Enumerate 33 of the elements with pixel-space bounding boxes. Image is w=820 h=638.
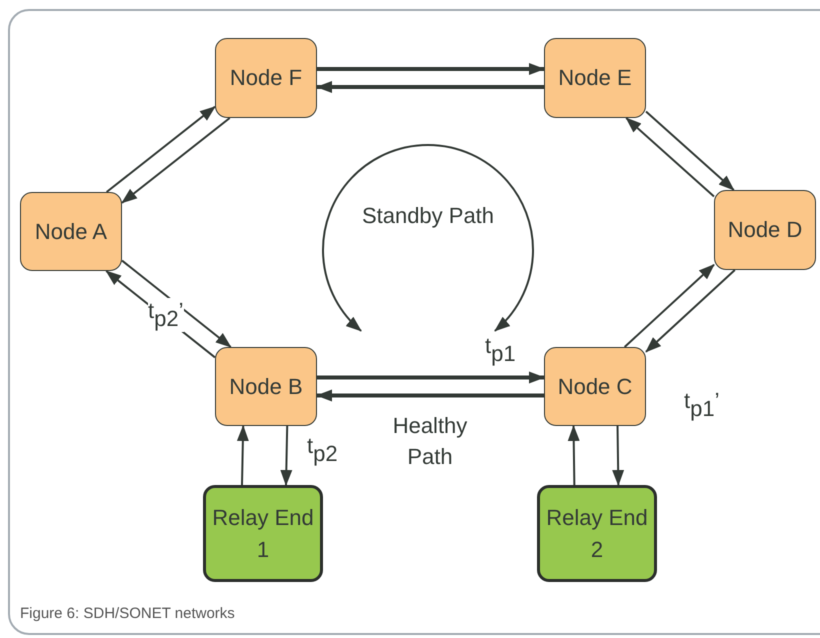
- arrow: [645, 269, 736, 353]
- arrow: [624, 264, 715, 348]
- figure-caption: Figure 6: SDH/SONET networks: [20, 605, 235, 622]
- arrow: [645, 110, 734, 191]
- node-label: Node A: [34, 218, 108, 246]
- arrow: [121, 117, 230, 204]
- arrow: [317, 372, 545, 384]
- relay-end-box: [537, 485, 657, 582]
- node-label: Node B: [228, 372, 304, 400]
- network-node: [215, 38, 317, 118]
- network-node: [714, 190, 816, 270]
- node-label: Node F: [228, 64, 304, 92]
- relay-end-box: [203, 485, 323, 582]
- arrow: [317, 63, 545, 75]
- path-label: Standby Path: [360, 202, 496, 230]
- arrow: [121, 260, 232, 348]
- network-node: [215, 347, 317, 426]
- node-label: Node E: [557, 64, 633, 92]
- arrow: [106, 106, 216, 193]
- arrow: [280, 426, 292, 486]
- arrow: [316, 81, 544, 93]
- network-node: [20, 192, 122, 271]
- arrow: [236, 425, 249, 486]
- arrow: [612, 426, 624, 486]
- arrow: [568, 425, 580, 486]
- network-node: [544, 38, 646, 118]
- node-label: Relay End 1: [211, 504, 315, 564]
- network-node: [544, 347, 646, 426]
- arrow: [626, 117, 715, 198]
- node-label: Node C: [556, 372, 634, 400]
- arrow: [316, 390, 544, 402]
- node-label: Node D: [726, 216, 804, 244]
- node-label: Relay End 2: [545, 504, 649, 564]
